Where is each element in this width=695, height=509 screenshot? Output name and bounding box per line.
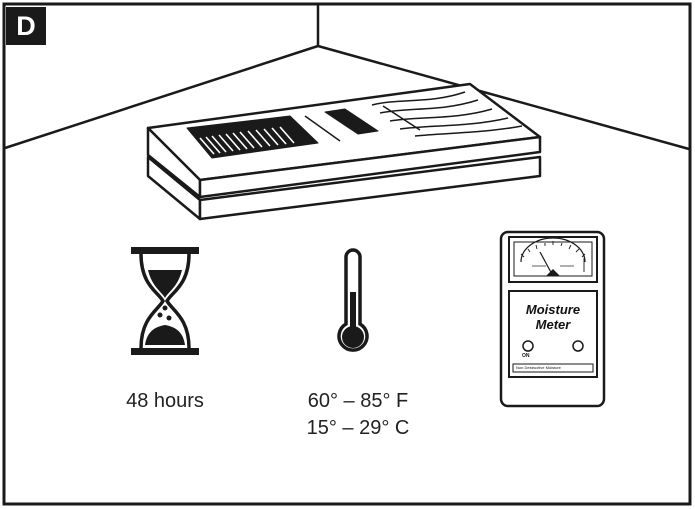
meter-title-line2: Meter bbox=[535, 317, 571, 332]
temperature-fahrenheit-caption: 60° – 85° F bbox=[307, 390, 409, 412]
room-corner bbox=[4, 5, 690, 151]
step-badge: D bbox=[6, 7, 46, 45]
meter-strip-label: Non Destructive Moisture bbox=[516, 365, 561, 370]
meter-on-label: ON bbox=[522, 353, 530, 359]
meter-title-line1: Moisture bbox=[525, 302, 581, 317]
flooring-box-icon bbox=[146, 82, 542, 221]
thermometer-icon bbox=[337, 248, 369, 352]
hourglass-icon bbox=[131, 247, 199, 355]
duration-caption: 48 hours bbox=[126, 390, 204, 412]
moisture-meter-icon bbox=[499, 230, 606, 408]
temperature-celsius-caption: 15° – 29° C bbox=[306, 417, 410, 439]
